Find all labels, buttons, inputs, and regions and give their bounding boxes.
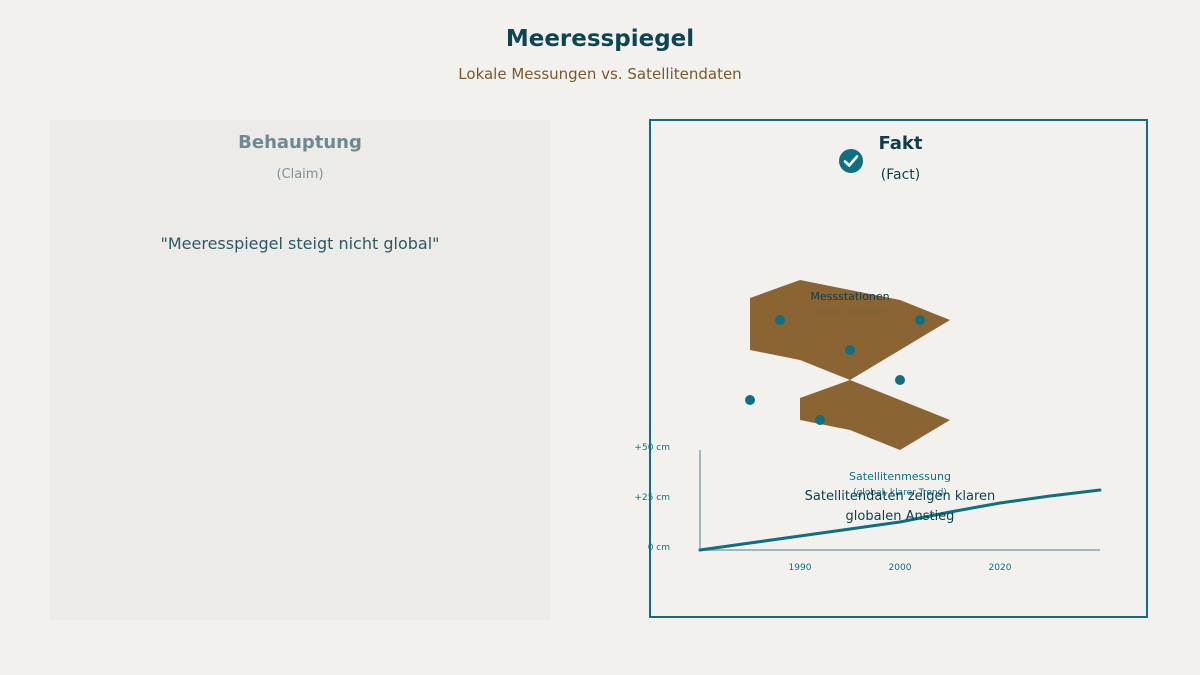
land-shape-lower: [800, 380, 950, 450]
stations-label: Messstationen: [810, 290, 889, 303]
page-title: Meeresspiegel: [505, 26, 695, 52]
station-point: [845, 345, 855, 355]
fact-subheading: (Fact): [880, 167, 921, 183]
satellite-sublabel: (global, klarer Trend): [853, 488, 947, 498]
satellite-label: Satellitenmessung: [849, 470, 951, 483]
station-point: [915, 315, 925, 325]
claim-quote: "Meeresspiegel steigt nicht global": [160, 234, 440, 253]
checkmark-icon: [839, 149, 863, 173]
fact-statement-line2: globalen Anstieg: [846, 509, 955, 524]
y-tick-label: +50 cm: [634, 443, 670, 453]
stations-sublabel: (lokal, variabel): [815, 308, 885, 318]
claim-subheading: (Claim): [276, 167, 324, 182]
station-point: [895, 375, 905, 385]
fact-panel: Fakt (Fact): [649, 119, 1148, 618]
station-point: [745, 395, 755, 405]
land-shape-upper: [750, 280, 950, 380]
station-point: [815, 415, 825, 425]
station-point: [775, 315, 785, 325]
x-tick-label: 2020: [989, 563, 1012, 573]
y-tick-label: 0 cm: [648, 543, 670, 553]
claim-heading: Behauptung: [238, 132, 362, 153]
page-subtitle: Lokale Messungen vs. Satellitendaten: [458, 65, 742, 83]
x-tick-label: 2000: [889, 563, 912, 573]
y-tick-label: +25 cm: [634, 493, 670, 503]
fact-heading: Fakt: [878, 133, 923, 154]
x-tick-label: 1990: [789, 563, 812, 573]
claim-panel: Behauptung (Claim) "Meeresspiegel steigt…: [50, 120, 550, 620]
fact-statement-line1: Satellitendaten zeigen klaren: [805, 489, 996, 504]
satellite-trend-line: [698, 488, 1102, 552]
